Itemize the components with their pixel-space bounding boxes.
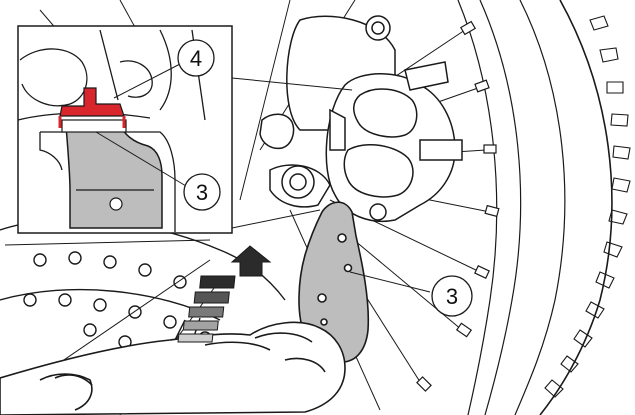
- tyre-inner: [514, 0, 566, 415]
- callout-inset-bottom: 3: [95, 131, 221, 211]
- spoke-nipples: [416, 20, 500, 392]
- inset-leader-lines: [231, 77, 353, 229]
- hand: [0, 321, 346, 415]
- callout-inset-top: 4: [113, 39, 215, 99]
- inset-brake-pad: [65, 125, 163, 229]
- brake-caliper: [259, 15, 463, 222]
- callout-label-3-main: 3: [446, 284, 458, 309]
- callout-label-3-inset: 3: [196, 180, 208, 205]
- rim-outer: [479, 0, 522, 415]
- callout-main: 3: [349, 271, 473, 317]
- tyre-tread: [544, 15, 631, 398]
- callout-label-4: 4: [190, 46, 202, 71]
- tyre-outer: [539, 0, 613, 415]
- insert-direction-arrow: [177, 245, 272, 343]
- rim-inner: [457, 0, 498, 415]
